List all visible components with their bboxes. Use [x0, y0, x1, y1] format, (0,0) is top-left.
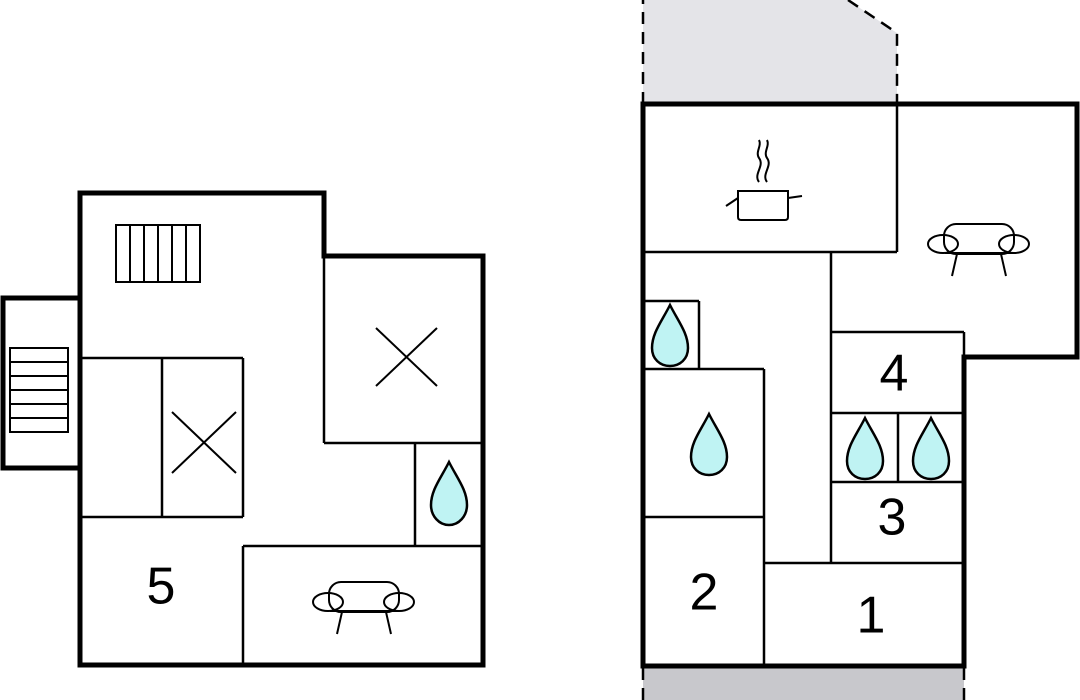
- bed-cross-icon: [171, 411, 237, 474]
- left-floor-outline: [77, 190, 486, 668]
- right-floor-plan: 1 2 3 4: [640, 0, 1080, 700]
- water-drop-icon: [911, 415, 951, 481]
- stair-annex-inner: [1, 296, 82, 470]
- water-drop-icon: [845, 415, 885, 481]
- sofa-icon: [312, 581, 415, 635]
- room-label: 5: [147, 558, 176, 616]
- cooking-pot-icon: [725, 139, 803, 221]
- water-drop-icon: [650, 302, 690, 368]
- right-floor-partitions: [643, 104, 966, 666]
- water-drop-icon: [429, 459, 469, 527]
- terrace-top-boundary: [641, 0, 899, 104]
- bed-cross-icon: [375, 327, 438, 387]
- stairs-icon: [9, 347, 69, 433]
- terrace-top: [643, 0, 897, 104]
- stairs-icon: [115, 224, 201, 283]
- room-label: 3: [878, 489, 907, 547]
- left-floor-partitions: [80, 256, 483, 665]
- room-label: 4: [880, 345, 909, 403]
- sofa-icon: [927, 223, 1030, 277]
- water-drop-icon: [689, 411, 729, 477]
- left-floor-plan: 5: [0, 190, 486, 668]
- terrace-bottom: [643, 668, 964, 700]
- room-label: 2: [690, 564, 719, 622]
- room-label: 1: [857, 587, 886, 645]
- terrace-bottom-boundary: [641, 668, 966, 700]
